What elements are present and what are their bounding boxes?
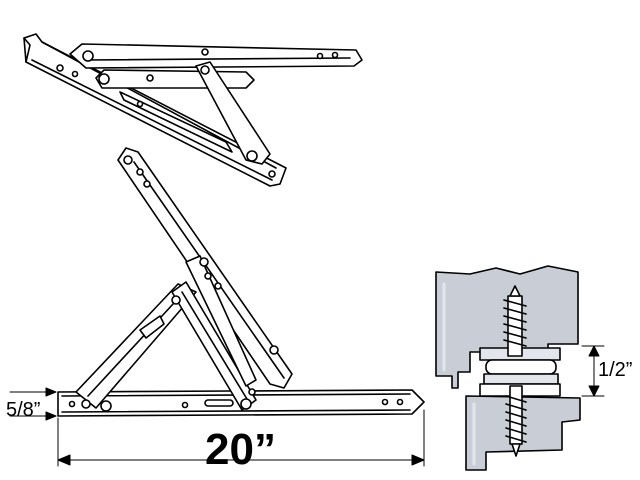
closed-hinge-link [95,69,255,89]
dimension-lines [9,345,605,467]
thickness-label: 5/8” [6,399,41,421]
closed-hinge-strut [195,61,271,165]
length-label: 20” [205,425,276,474]
upper-screw-icon [503,285,527,357]
cross-section-view [435,265,581,471]
open-hinge-view [57,147,425,417]
lower-screw-icon [505,385,527,457]
height-label: 1/2” [598,359,633,381]
closed-hinge-arm [69,43,363,69]
closed-hinge-view [23,33,363,187]
